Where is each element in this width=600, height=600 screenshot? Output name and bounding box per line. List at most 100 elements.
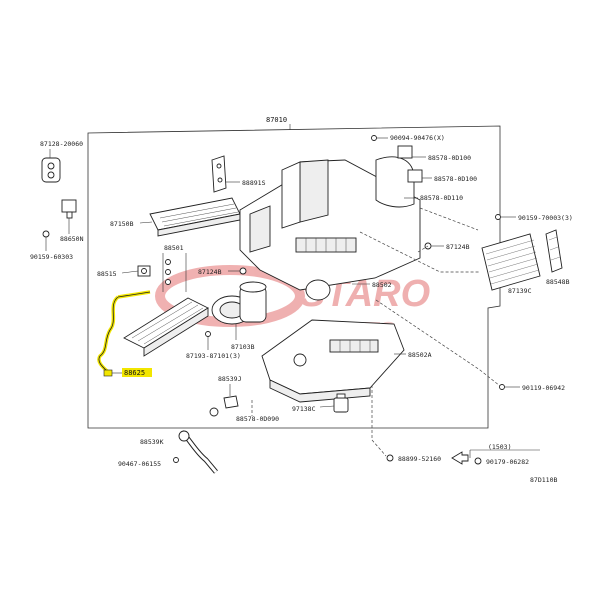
label-highlight	[122, 368, 152, 377]
clip-87124B	[239, 267, 247, 275]
filter-pleat	[490, 269, 540, 285]
valve-88501	[162, 253, 187, 292]
screw-90467	[173, 457, 179, 463]
label-90179: 90179-06282	[486, 458, 529, 466]
label-88578-0D090: 88578-0D090	[236, 415, 279, 423]
heater-core-fin	[163, 211, 239, 227]
cover-88548B	[545, 229, 563, 273]
sensor-tip	[66, 211, 73, 219]
label-87139C: 87139C	[508, 287, 532, 295]
block-88515	[137, 265, 151, 277]
assembly-number: 87010	[266, 116, 287, 124]
leader	[319, 405, 335, 408]
lower-housing-slot	[329, 339, 379, 353]
lower-housing-body	[261, 319, 405, 395]
thermistor-wire-88625	[117, 291, 151, 298]
screw-90094	[371, 135, 377, 141]
label-88899: 88899-52160	[398, 455, 441, 463]
guide-screw	[419, 207, 479, 231]
label-87128: 87128-20060	[40, 140, 83, 148]
label-90467: 90467-06155	[118, 460, 161, 468]
label-88578-0D110: 88578-0D110	[420, 194, 463, 202]
housing-side-duct	[375, 156, 415, 208]
guide-filter	[359, 231, 480, 273]
figure-code: 87D110B	[530, 476, 557, 484]
label-88539J: 88539J	[218, 375, 242, 383]
evaporator-side	[143, 307, 209, 357]
filter-pleat	[489, 263, 539, 279]
filter-face	[481, 233, 541, 291]
filter-87139C	[481, 233, 541, 291]
thermistor-wire-highlight	[97, 295, 120, 374]
sensor-88650N	[61, 199, 77, 219]
screw-90159-60303	[42, 230, 50, 238]
resistor-body	[333, 397, 349, 413]
actuator-gear	[47, 162, 55, 170]
label-90119: 90119-06942	[522, 384, 565, 392]
evaporator-fin	[137, 304, 199, 342]
nut-90179	[474, 457, 482, 465]
evaporator	[123, 297, 209, 357]
cover-rib	[549, 246, 559, 251]
bracket-hole	[216, 163, 222, 169]
bracket-body	[211, 155, 227, 193]
drain-hose-88539K	[178, 430, 218, 474]
housing-duct-side	[281, 161, 301, 229]
label-87124B-right: 87124B	[446, 243, 470, 251]
label-1503: (1503)	[488, 443, 511, 451]
cover-rib	[548, 236, 558, 241]
filter-pleat	[487, 251, 537, 267]
heater-core-fin	[161, 207, 237, 223]
label-90094: 90094-90476(X)	[390, 134, 445, 142]
label-87124B-left: 87124B	[198, 268, 222, 276]
label-87193: 87193-87101(3)	[186, 352, 241, 360]
label-88650N: 88650N	[60, 235, 84, 243]
label-88515: 88515	[97, 270, 117, 278]
leader	[121, 270, 139, 274]
valve-oring	[165, 279, 171, 285]
blower-motor-87103B	[211, 281, 267, 325]
filter-pleat	[485, 239, 535, 255]
filter-pleat	[486, 245, 536, 261]
actuator-body	[41, 157, 61, 183]
evaporator-fin	[143, 307, 204, 345]
heater-core-fin	[159, 203, 235, 219]
resistor-tab	[336, 393, 346, 399]
bracket-88891S	[211, 155, 227, 193]
cover-rib	[550, 256, 561, 261]
leader	[139, 221, 153, 224]
pad-88578-0D100b	[407, 169, 423, 183]
lower-housing-port	[293, 353, 307, 367]
label-88578-0D100b: 88578-0D100	[434, 175, 477, 183]
housing-duct	[299, 159, 329, 223]
pad-88578-0D100a	[397, 145, 413, 159]
clamp-body	[223, 395, 239, 409]
screw-90119	[499, 384, 505, 390]
label-88891S: 88891S	[242, 179, 266, 187]
label-88625: 88625	[124, 369, 145, 377]
label-87103B: 87103B	[231, 343, 255, 351]
assembly-frame	[87, 125, 501, 429]
screw-90159-70003	[495, 214, 501, 220]
filter-pleat	[488, 257, 538, 273]
heater-core-87150B	[149, 197, 241, 237]
label-97138C: 97138C	[292, 405, 316, 413]
housing-door	[249, 205, 271, 253]
cover-body	[545, 229, 563, 273]
label-88539K: 88539K	[140, 438, 164, 446]
arrow-icon	[451, 451, 469, 465]
label-88501: 88501	[164, 244, 184, 252]
label-88578-0D100a: 88578-0D100	[428, 154, 471, 162]
label-87150B: 87150B	[110, 220, 134, 228]
block-hole	[141, 268, 147, 274]
actuator-87128	[41, 157, 61, 183]
label-88502A: 88502A	[408, 351, 432, 359]
label-90159-60303: 90159-60303	[30, 253, 73, 261]
valve-oring	[165, 269, 171, 275]
bracket-hole	[217, 177, 223, 183]
actuator-gear	[47, 171, 55, 179]
housing-lower	[261, 319, 405, 403]
thermistor-wire-88625	[98, 296, 119, 373]
